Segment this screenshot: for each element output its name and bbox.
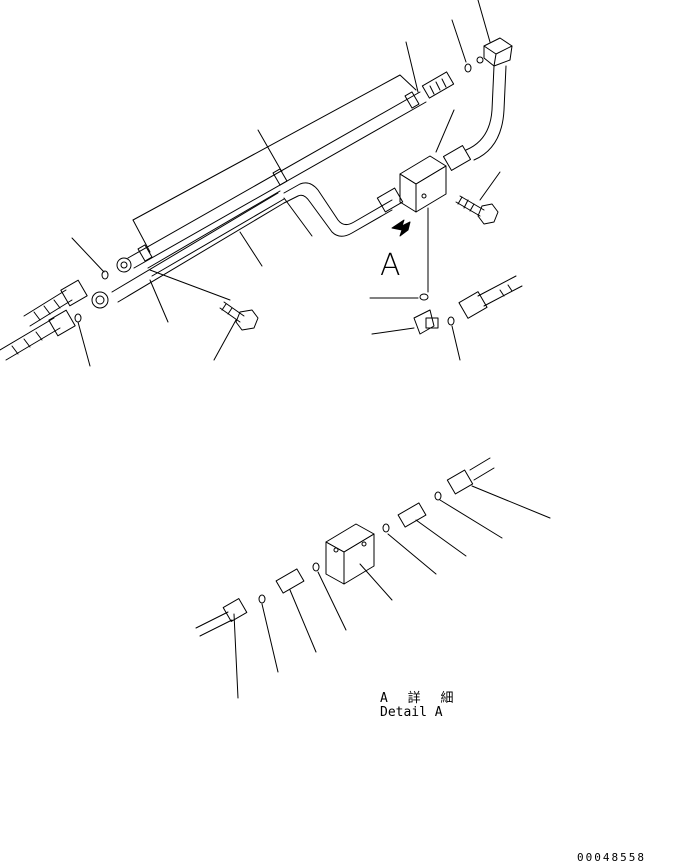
o-ring (74, 313, 82, 323)
o-ring (464, 63, 472, 73)
bolt-right (455, 195, 499, 225)
detail-valve-block (325, 523, 375, 585)
detail-leader-lines (233, 485, 551, 699)
detail-label-en: Detail A (380, 705, 443, 720)
view-arrow (391, 219, 411, 237)
view-label: A (380, 248, 402, 283)
drawing-number: 00048558 (577, 851, 646, 864)
o-ring (101, 270, 109, 280)
o-ring (312, 562, 320, 572)
hose-left-lower (0, 309, 76, 361)
clamp-bracket (132, 74, 417, 253)
detail-connector-left (275, 568, 305, 594)
hose-left-upper (23, 279, 88, 327)
hose-right (458, 275, 523, 319)
o-ring (434, 491, 442, 501)
bolt-lower (219, 301, 259, 331)
detail-connector-right (397, 502, 427, 528)
elbow-fitting (413, 309, 439, 335)
detail-pipe-right (446, 457, 495, 495)
o-ring (382, 523, 390, 533)
detail-label-jp: A 詳 細 (380, 691, 460, 706)
upper-assembly (0, 0, 523, 367)
leader-lines (71, 0, 501, 367)
middle-tube (91, 182, 404, 309)
detail-a-assembly (195, 457, 551, 699)
upper-tube (116, 71, 455, 273)
o-ring (447, 316, 455, 326)
detail-pipe-left (195, 598, 248, 637)
o-ring (419, 293, 429, 301)
elbow-pipe (442, 37, 513, 171)
o-ring (258, 594, 266, 604)
valve-block (399, 155, 447, 213)
